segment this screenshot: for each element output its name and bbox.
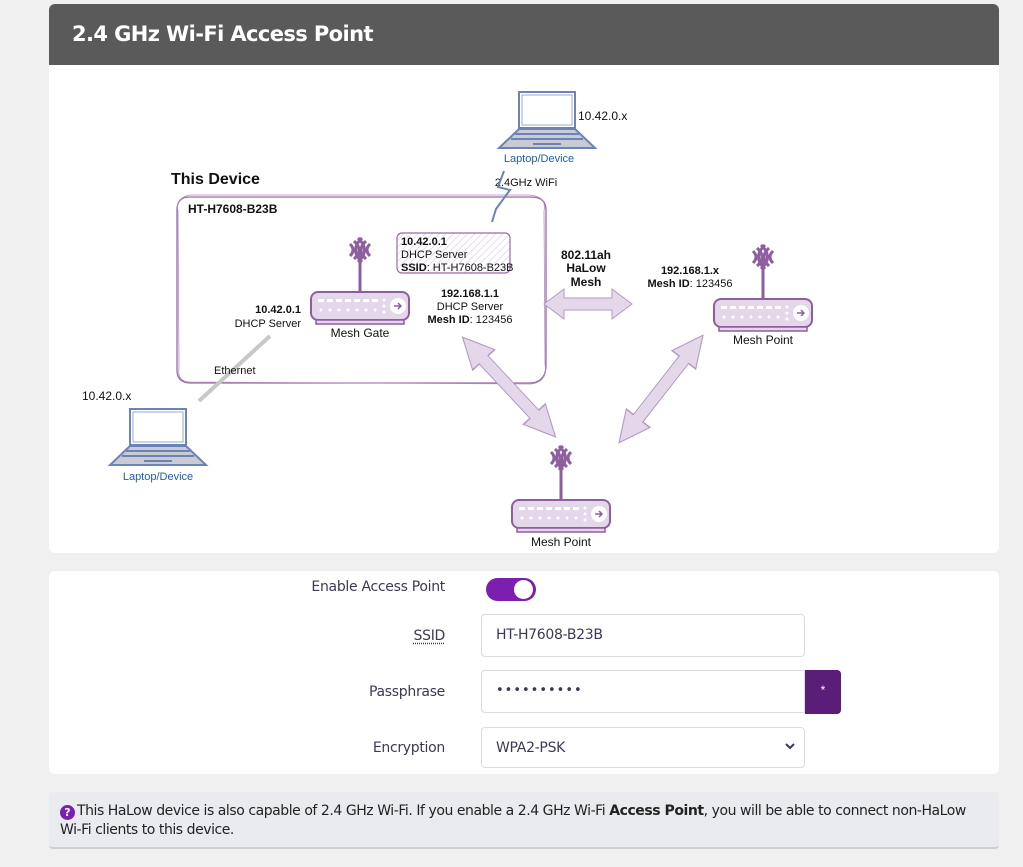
svg-text:Mesh Point: Mesh Point (531, 535, 592, 549)
encryption-select[interactable]: WPA2-PSK (481, 727, 805, 768)
wifi-link-icon (491, 170, 512, 223)
svg-text:Mesh: Mesh (571, 275, 602, 289)
svg-text:10.42.0.x: 10.42.0.x (578, 109, 627, 123)
passphrase-input[interactable]: •••••••••• (481, 670, 805, 713)
ap-info-box (396, 232, 511, 274)
info-callout: ?This HaLow device is also capable of 2.… (49, 792, 999, 849)
svg-text:802.11ah: 802.11ah (561, 248, 611, 262)
ssid-label: SSID (413, 628, 446, 644)
svg-text:DHCP Server: DHCP Server (401, 249, 468, 261)
halow-link-arrow (543, 288, 633, 320)
svg-text:Laptop/Device: Laptop/Device (504, 153, 574, 165)
svg-text:10.42.0.1: 10.42.0.1 (401, 236, 447, 248)
svg-text:Mesh ID: 123456: Mesh ID: 123456 (647, 278, 732, 290)
device-hostname: HT-H7608-B23B (188, 202, 278, 216)
show-password-button[interactable]: * (805, 670, 841, 714)
svg-text:HaLow: HaLow (566, 261, 606, 275)
enable-ap-label: Enable Access Point (311, 579, 445, 595)
toggle-knob (514, 580, 533, 599)
svg-text:DHCP Server: DHCP Server (235, 318, 302, 330)
svg-text:Mesh Gate: Mesh Gate (331, 326, 390, 340)
this-device-label: This Device (171, 171, 260, 188)
svg-text:Mesh ID: 123456: Mesh ID: 123456 (427, 314, 512, 326)
passphrase-label: Passphrase (369, 684, 445, 700)
page-title: 2.4 GHz Wi-Fi Access Point (49, 4, 999, 65)
encryption-label: Encryption (372, 740, 445, 756)
mesh-link-arrow (606, 325, 716, 453)
svg-text:2.4GHz WiFi: 2.4GHz WiFi (495, 177, 557, 189)
ssid-input[interactable]: HT-H7608-B23B (481, 614, 805, 657)
ethernet-link (197, 334, 272, 403)
svg-text:10.42.0.1: 10.42.0.1 (255, 304, 301, 316)
mesh-gate-router-icon (309, 236, 411, 326)
access-point-form: Enable Access Point SSID HT-H7608-B23B P… (49, 571, 999, 774)
encryption-selected-value: WPA2-PSK (496, 740, 566, 756)
svg-text:Ethernet: Ethernet (214, 365, 256, 377)
svg-text:192.168.1.x: 192.168.1.x (661, 265, 720, 277)
mesh-point-router-icon (510, 444, 612, 534)
enable-ap-toggle[interactable] (486, 578, 536, 601)
svg-text:DHCP Server: DHCP Server (437, 301, 504, 313)
svg-text:SSID: HT-H7608-B23B: SSID: HT-H7608-B23B (401, 262, 514, 274)
svg-text:Laptop/Device: Laptop/Device (123, 471, 193, 483)
svg-text:192.168.1.1: 192.168.1.1 (441, 288, 499, 300)
network-diagram: This Device HT-H7608-B23B 10.42.0.x Lapt… (49, 65, 999, 553)
chevron-down-icon (785, 743, 795, 750)
svg-text:10.42.0.x: 10.42.0.x (82, 389, 131, 403)
svg-text:Mesh Point: Mesh Point (733, 333, 794, 347)
mesh-link-arrow (450, 326, 568, 448)
laptop-icon (109, 408, 207, 466)
help-icon: ? (60, 805, 75, 820)
